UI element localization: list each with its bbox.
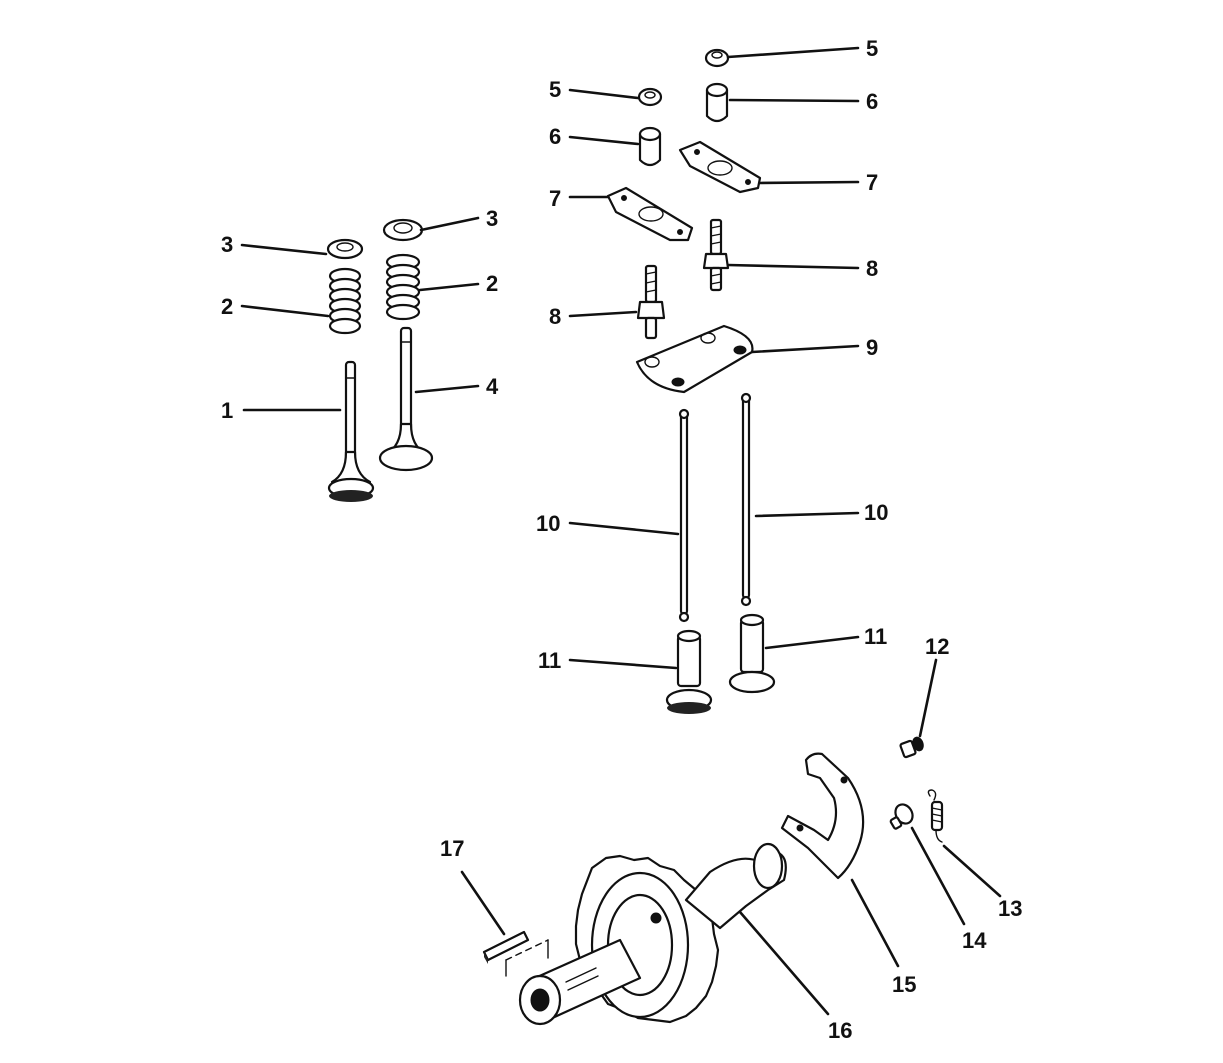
callout-10-right: 10 bbox=[864, 500, 888, 525]
callout-16: 16 bbox=[828, 1018, 852, 1043]
valve-spring-right bbox=[385, 253, 421, 321]
callout-5-right: 5 bbox=[866, 36, 878, 61]
valve-retainer-right bbox=[382, 218, 424, 242]
rocker-nut-right bbox=[704, 48, 730, 68]
callout-12: 12 bbox=[925, 634, 949, 659]
callout-3-left: 3 bbox=[221, 232, 233, 257]
callout-3-right: 3 bbox=[486, 206, 498, 231]
callout-11-left: 11 bbox=[538, 648, 561, 673]
screw-14 bbox=[889, 803, 914, 830]
pushrod-right bbox=[740, 392, 752, 607]
callout-17: 17 bbox=[440, 836, 464, 861]
valve-exhaust bbox=[378, 326, 434, 472]
tappet-left bbox=[665, 629, 713, 714]
rocker-pivot-right bbox=[705, 82, 729, 123]
tappet-right bbox=[728, 613, 776, 694]
rocker-stud-left bbox=[636, 264, 666, 340]
governor-arm bbox=[780, 752, 865, 880]
callout-7-left: 7 bbox=[549, 186, 561, 211]
callout-7-right: 7 bbox=[866, 170, 878, 195]
valve-intake bbox=[327, 360, 375, 502]
callout-6-right: 6 bbox=[866, 89, 878, 114]
callout-1: 1 bbox=[221, 398, 233, 423]
spring-13 bbox=[927, 789, 944, 843]
callout-11-right: 11 bbox=[864, 624, 887, 649]
callout-8-left: 8 bbox=[549, 304, 561, 329]
callout-10-left: 10 bbox=[536, 511, 560, 536]
callout-8-right: 8 bbox=[866, 256, 878, 281]
pushrod-guide-plate bbox=[635, 324, 754, 394]
rocker-arm-left bbox=[606, 186, 694, 242]
valve-spring-left bbox=[328, 267, 362, 335]
callout-15: 15 bbox=[892, 972, 916, 997]
rocker-stud-right bbox=[702, 218, 730, 292]
rocker-pivot-left bbox=[638, 126, 662, 167]
callout-2-left: 2 bbox=[221, 294, 233, 319]
callout-9: 9 bbox=[866, 335, 878, 360]
pushrod-left bbox=[678, 408, 690, 623]
rocker-nut-left bbox=[637, 87, 663, 107]
callout-14: 14 bbox=[962, 928, 987, 953]
callout-13: 13 bbox=[998, 896, 1022, 921]
camshaft-gear bbox=[518, 842, 787, 1026]
callout-4: 4 bbox=[486, 374, 499, 399]
callout-5-left: 5 bbox=[549, 77, 561, 102]
camshaft-key bbox=[482, 930, 549, 977]
screw-12 bbox=[899, 736, 924, 759]
callout-6-left: 6 bbox=[549, 124, 561, 149]
rocker-arm-right bbox=[678, 140, 762, 194]
callout-2-right: 2 bbox=[486, 271, 498, 296]
leader-lines bbox=[240, 46, 1002, 1016]
valve-retainer-left bbox=[326, 238, 364, 260]
callout-labels: 1 2 3 3 2 4 5 6 5 6 7 7 8 8 9 10 10 11 1… bbox=[221, 36, 1022, 1043]
